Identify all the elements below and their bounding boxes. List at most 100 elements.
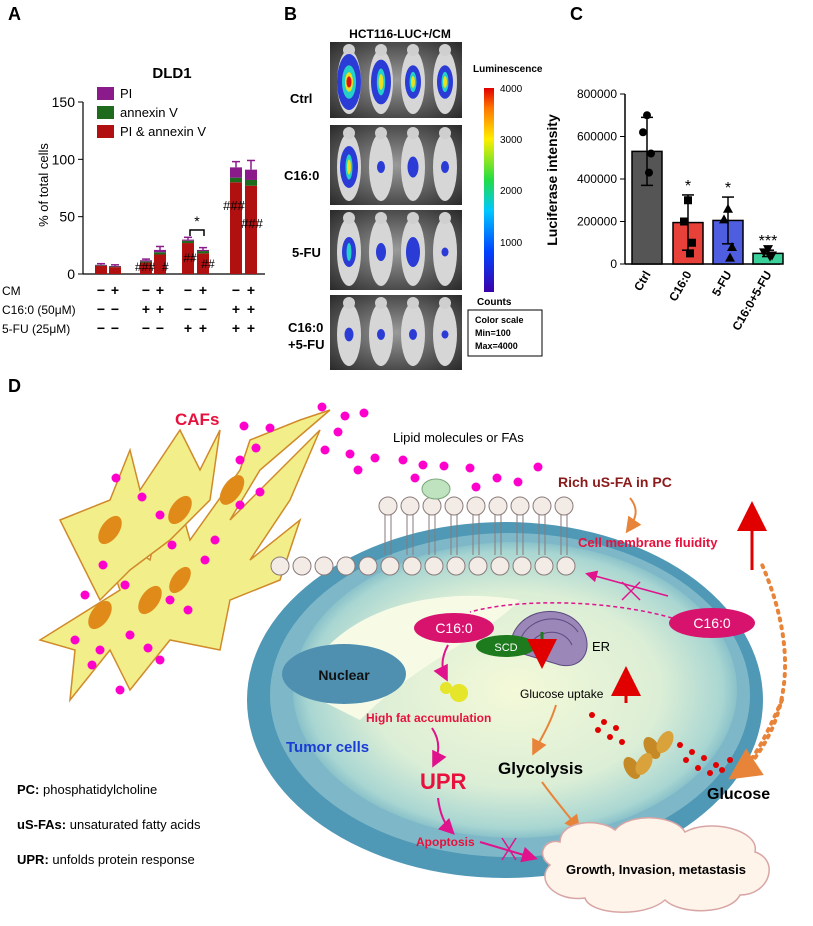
bar-segment <box>197 253 209 274</box>
y-tick-label: 200000 <box>577 215 617 229</box>
glucose-dot <box>595 727 601 733</box>
sign-cell: + <box>184 320 192 336</box>
lipid-dot <box>210 535 220 545</box>
er-organelle: SCD ER <box>476 610 610 669</box>
sig-mark: ### <box>241 216 263 231</box>
sign-cell: − <box>111 320 119 336</box>
data-point <box>645 168 653 177</box>
data-point <box>647 149 655 158</box>
phospholipid-head <box>532 496 552 516</box>
uptake-to-glycolysis-arrow <box>532 704 557 756</box>
luminescence-signal <box>409 329 417 340</box>
row-combo-a: C16:0 <box>288 320 323 335</box>
phospholipid-head <box>378 496 398 516</box>
note-upr-text: unfolds protein response <box>49 852 195 867</box>
panel-a-title: DLD1 <box>152 65 191 82</box>
data-point <box>686 249 694 258</box>
lipid-dot <box>165 595 175 605</box>
sign-cell: + <box>111 282 119 298</box>
nucleus-label: Nuclear <box>318 667 370 683</box>
scale-box <box>467 309 543 357</box>
mouse-head <box>375 297 387 309</box>
sign-cell: + <box>232 320 240 336</box>
bar-segment <box>182 243 194 274</box>
lipid-dot <box>235 455 245 465</box>
glucose-dot <box>607 734 613 740</box>
mouse-head <box>439 297 451 309</box>
legend-label-pi: PI <box>120 86 132 101</box>
panel-label-a: A <box>8 4 21 24</box>
bar-segment <box>182 240 194 244</box>
sign-cell: − <box>97 301 105 317</box>
bar-segment <box>154 254 166 274</box>
sign-cell: + <box>156 282 164 298</box>
block-x-b <box>621 581 641 601</box>
sign-cell: + <box>247 320 255 336</box>
phospholipid-head <box>556 556 576 576</box>
data-point <box>680 217 688 226</box>
sign-cell: + <box>199 320 207 336</box>
glucose-dot <box>589 712 595 718</box>
bar-segment <box>140 260 152 262</box>
glucose-uptake-label: Glucose uptake <box>520 687 604 701</box>
x-tick-label: C16:0 <box>666 268 695 304</box>
colorbar-tick-1000: 1000 <box>500 238 523 249</box>
phospholipid-head <box>554 496 574 516</box>
lipid-dot <box>155 655 165 665</box>
sign-cell: − <box>111 301 119 317</box>
luminescence-signal <box>344 327 354 342</box>
luminescence-signal <box>346 243 352 261</box>
glucose-dotted-arrow <box>728 698 784 780</box>
scale-box-min: Min=100 <box>475 328 511 338</box>
sign-cell: + <box>156 301 164 317</box>
panel-a: A DLD1 PI annexin V PI & annexin V % of … <box>2 4 265 336</box>
lipid-dot <box>345 449 355 459</box>
membrane-transporter <box>421 478 451 500</box>
sign-cell: − <box>142 282 150 298</box>
fat-droplet <box>450 684 468 702</box>
mouse-head <box>343 297 355 309</box>
mouse-head <box>439 44 451 56</box>
colorbar-tick-3000: 3000 <box>500 135 523 146</box>
caf-nucleus <box>169 566 191 594</box>
caf-lipid-dots <box>70 402 543 695</box>
er-label: ER <box>592 639 610 654</box>
note-upr-term: UPR: <box>17 852 49 867</box>
data-point <box>765 252 775 262</box>
row-label-cm: CM <box>2 284 21 298</box>
data-point <box>719 214 729 224</box>
lipid-dot <box>439 461 449 471</box>
sig-mark: ## <box>201 257 215 271</box>
lipid-dot <box>80 590 90 600</box>
luminescence-signal <box>443 76 447 88</box>
data-point <box>684 196 692 205</box>
lipid-dot <box>533 462 543 472</box>
lipid-dot <box>200 555 210 565</box>
phospholipid-head <box>446 556 466 576</box>
lipid-dot <box>239 421 249 431</box>
caf-cells <box>38 409 331 703</box>
panel-label-c: C <box>570 4 583 24</box>
mouse-head <box>439 212 451 224</box>
c16-to-fat-arrow <box>433 644 449 682</box>
phospholipid-head <box>270 556 290 576</box>
phospholipid-head <box>424 556 444 576</box>
bar-segment <box>245 169 257 180</box>
note-upr: UPR: unfolds protein response <box>17 852 195 867</box>
x-tick-label: 5-FU <box>709 269 734 299</box>
sign-cell: + <box>247 282 255 298</box>
sig-mark: # <box>162 260 169 274</box>
note-pc-text: phosphatidylcholine <box>39 782 157 797</box>
glucose-dot <box>719 767 725 773</box>
phospholipid-head <box>468 556 488 576</box>
sign-cell: − <box>184 282 192 298</box>
lipid-dot <box>87 660 97 670</box>
lipid-dot <box>167 540 177 550</box>
glucose-dot <box>601 719 607 725</box>
c16-inner-label: C16:0 <box>435 620 473 636</box>
bar-segment <box>95 264 107 266</box>
lipid-dot <box>513 477 523 487</box>
note-usfa-text: unsaturated fatty acids <box>66 817 201 832</box>
bar-segment <box>154 249 166 253</box>
